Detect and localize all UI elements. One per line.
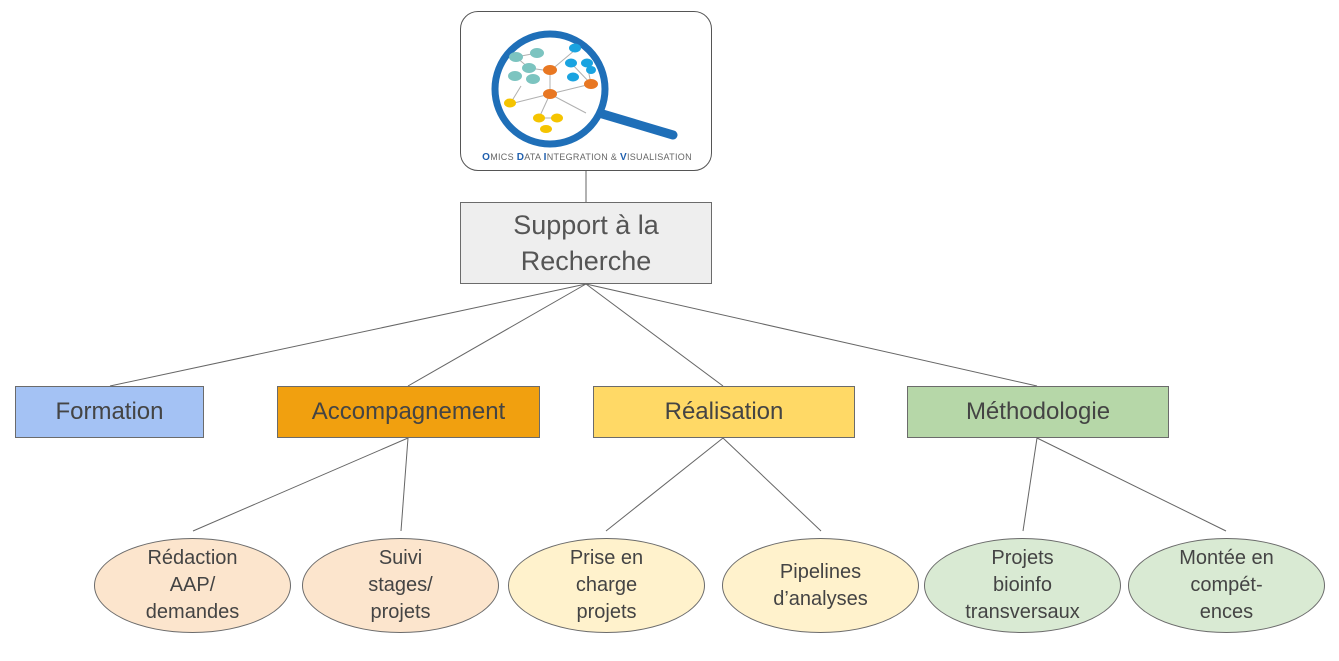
leaf-label-line: ences [1199,601,1254,623]
logo-word-4: ISUALISATION [626,152,692,162]
category-label: Réalisation [664,398,784,425]
leaf-montee-competences: Montée en compét- ences [1128,538,1325,633]
connector-root-accompagnement [407,283,587,387]
logo-word-3: NTEGRATION & [546,152,620,162]
leaf-prise-en-charge: Prise en charge projets [508,538,705,633]
leaf-label-line: AAP/ [169,574,216,596]
root-node-support-recherche: Support à la Recherche [460,202,712,284]
connector-root-methodologie [585,283,1038,387]
connector-realisation-pipelines [722,437,822,532]
logo-word-2: ATA [524,152,544,162]
leaf-label-line: projets [576,601,637,623]
leaf-label-line: projets [370,601,431,623]
root-label-line: Recherche [520,246,652,276]
category-label: Formation [55,398,164,425]
connector-methodologie-montee [1036,437,1227,532]
logo-initial-d: D [516,152,525,163]
leaf-suivi-stages: Suivi stages/ projets [302,538,499,633]
category-label: Accompagnement [311,398,506,425]
category-realisation: Réalisation [593,386,855,438]
connector-root-realisation [585,283,724,387]
leaf-label-line: compét- [1190,574,1263,596]
logo-initial-v: V [619,152,627,163]
leaf-label-line: Rédaction [147,547,238,569]
odiv-logo: OMICS DATA INTEGRATION & VISUALISATION [460,11,712,171]
category-label: Méthodologie [965,398,1111,425]
leaf-pipelines: Pipelines d’analyses [722,538,919,633]
logo-initial-i: I [543,152,547,163]
logo-wordmark: OMICS DATA INTEGRATION & VISUALISATION [461,152,713,163]
connector-accompagnement-redaction [192,437,409,532]
leaf-label-line: Pipelines [779,560,862,583]
category-formation: Formation [15,386,204,438]
leaf-label-line: Suivi [378,547,423,569]
leaf-label-line: transversaux [965,601,1080,623]
logo-word-1: MICS [490,152,517,162]
magnifier-network-icon [491,30,678,148]
leaf-label-line: bioinfo [993,574,1052,596]
connector-accompagnement-suivi [400,437,409,532]
leaf-label-line: demandes [145,601,240,623]
leaf-label-line: d’analyses [773,587,868,610]
category-methodologie: Méthodologie [907,386,1169,438]
leaf-redaction-aap: Rédaction AAP/ demandes [94,538,291,633]
connector-realisation-prise [605,437,724,532]
leaf-projets-bioinfo: Projets bioinfo transversaux [924,538,1121,633]
connector-root-formation [109,283,587,387]
leaf-label-line: Projets [991,547,1054,569]
root-label-line: Support à la [513,210,659,240]
leaf-label-line: Montée en [1179,547,1274,569]
leaf-label-line: stages/ [368,574,433,596]
leaf-label-line: Prise en [569,547,644,569]
connector-methodologie-projets [1022,437,1038,532]
category-accompagnement: Accompagnement [277,386,540,438]
logo-initial-o: O [482,152,491,163]
leaf-label-line: charge [575,574,638,596]
